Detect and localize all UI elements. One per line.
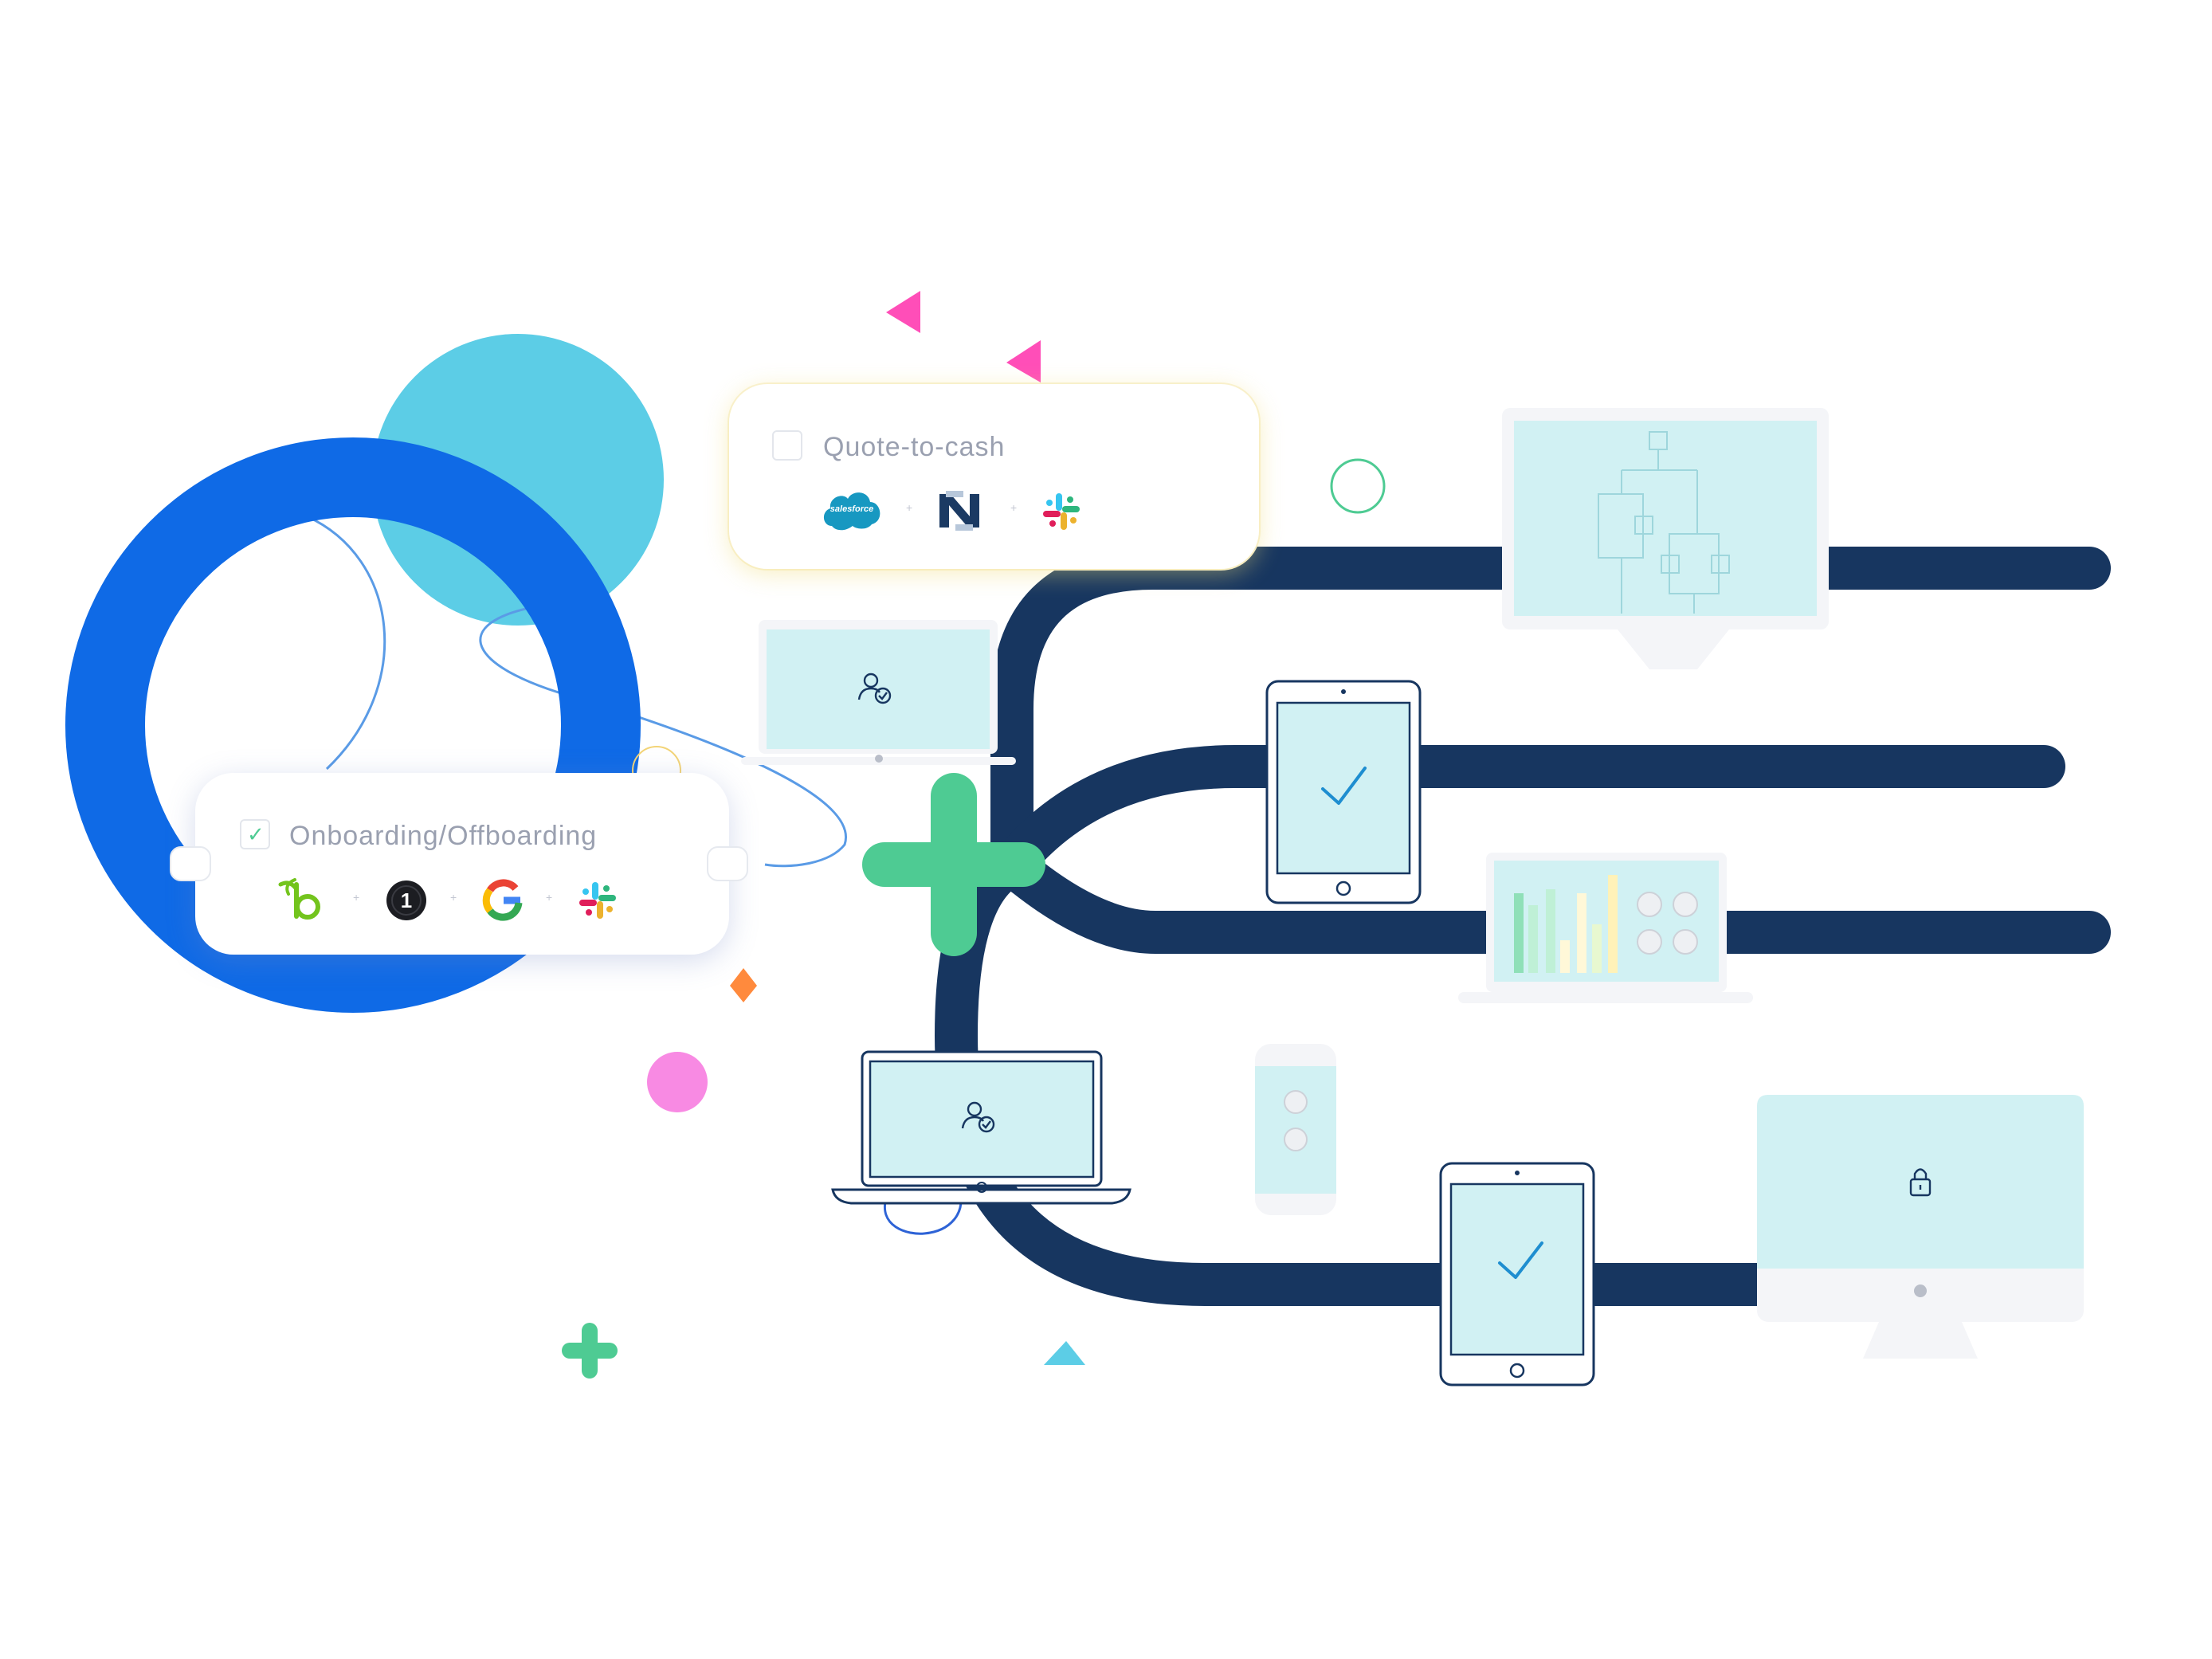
- quote-to-cash-checkbox[interactable]: [772, 430, 802, 461]
- quote-to-cash-title: Quote-to-cash: [823, 432, 1006, 462]
- pink-triangle-icon: [1006, 340, 1041, 382]
- google-logo: [482, 879, 525, 922]
- laptop-dashboard: [1458, 853, 1753, 1003]
- pink-triangle-icon: [886, 291, 920, 333]
- phone-device: [1255, 1044, 1336, 1215]
- bamboohr-logo: [277, 877, 328, 924]
- quote-to-cash-card[interactable]: Quote-to-cash salesforce + +: [729, 384, 1259, 569]
- lock-icon: [1909, 1168, 1932, 1197]
- check-icon: ✓: [247, 823, 265, 847]
- plus-separator: +: [906, 501, 913, 514]
- onboarding-checkbox[interactable]: ✓: [240, 819, 270, 849]
- check-icon: [1321, 767, 1367, 805]
- cyan-circle: [372, 334, 664, 626]
- small-plus-icon: [562, 1323, 618, 1379]
- cyan-triangle-icon: [1044, 1341, 1085, 1365]
- desktop-monitor-flowchart: [1502, 408, 1829, 669]
- tablet-check: [1265, 680, 1422, 904]
- onboarding-title: Onboarding/Offboarding: [289, 821, 598, 851]
- thin-swoosh-line: [884, 1194, 963, 1235]
- 1password-mark: 1: [400, 888, 413, 912]
- check-icon: [1498, 1241, 1543, 1279]
- onboarding-offboarding-card[interactable]: ✓ Onboarding/Offboarding + 1 + +: [170, 773, 748, 955]
- laptop-user: [741, 620, 1016, 765]
- laptop-user-outline: [831, 1050, 1131, 1205]
- salesforce-logo: salesforce: [821, 488, 883, 532]
- slack-logo: [578, 880, 618, 920]
- connector-handle-right: [707, 846, 748, 881]
- desktop-monitor-lock: [1757, 1095, 2084, 1359]
- blue-ring: [65, 437, 641, 1013]
- track-top: [990, 547, 2111, 886]
- salesforce-wordmark: salesforce: [830, 504, 874, 514]
- thin-swoosh-line: [306, 515, 386, 771]
- connector-handle-left: [170, 846, 211, 881]
- slack-logo: [1041, 492, 1081, 531]
- plus-icon: [862, 773, 1045, 956]
- pink-circle: [647, 1052, 708, 1112]
- user-check-icon: [857, 673, 892, 704]
- plus-separator: +: [353, 891, 360, 904]
- plus-separator: +: [450, 891, 457, 904]
- 1password-logo: 1: [386, 880, 426, 920]
- plus-separator: +: [1010, 501, 1018, 514]
- netsuite-logo: [938, 489, 981, 532]
- user-check-icon: [961, 1101, 995, 1133]
- plus-separator: +: [546, 891, 553, 904]
- track-second: [990, 745, 2065, 886]
- thin-swoosh-line: [479, 604, 848, 868]
- orange-diamond-icon: [730, 968, 757, 1002]
- teal-outline-circle: [1330, 458, 1386, 514]
- tablet-check-bottom: [1439, 1162, 1595, 1386]
